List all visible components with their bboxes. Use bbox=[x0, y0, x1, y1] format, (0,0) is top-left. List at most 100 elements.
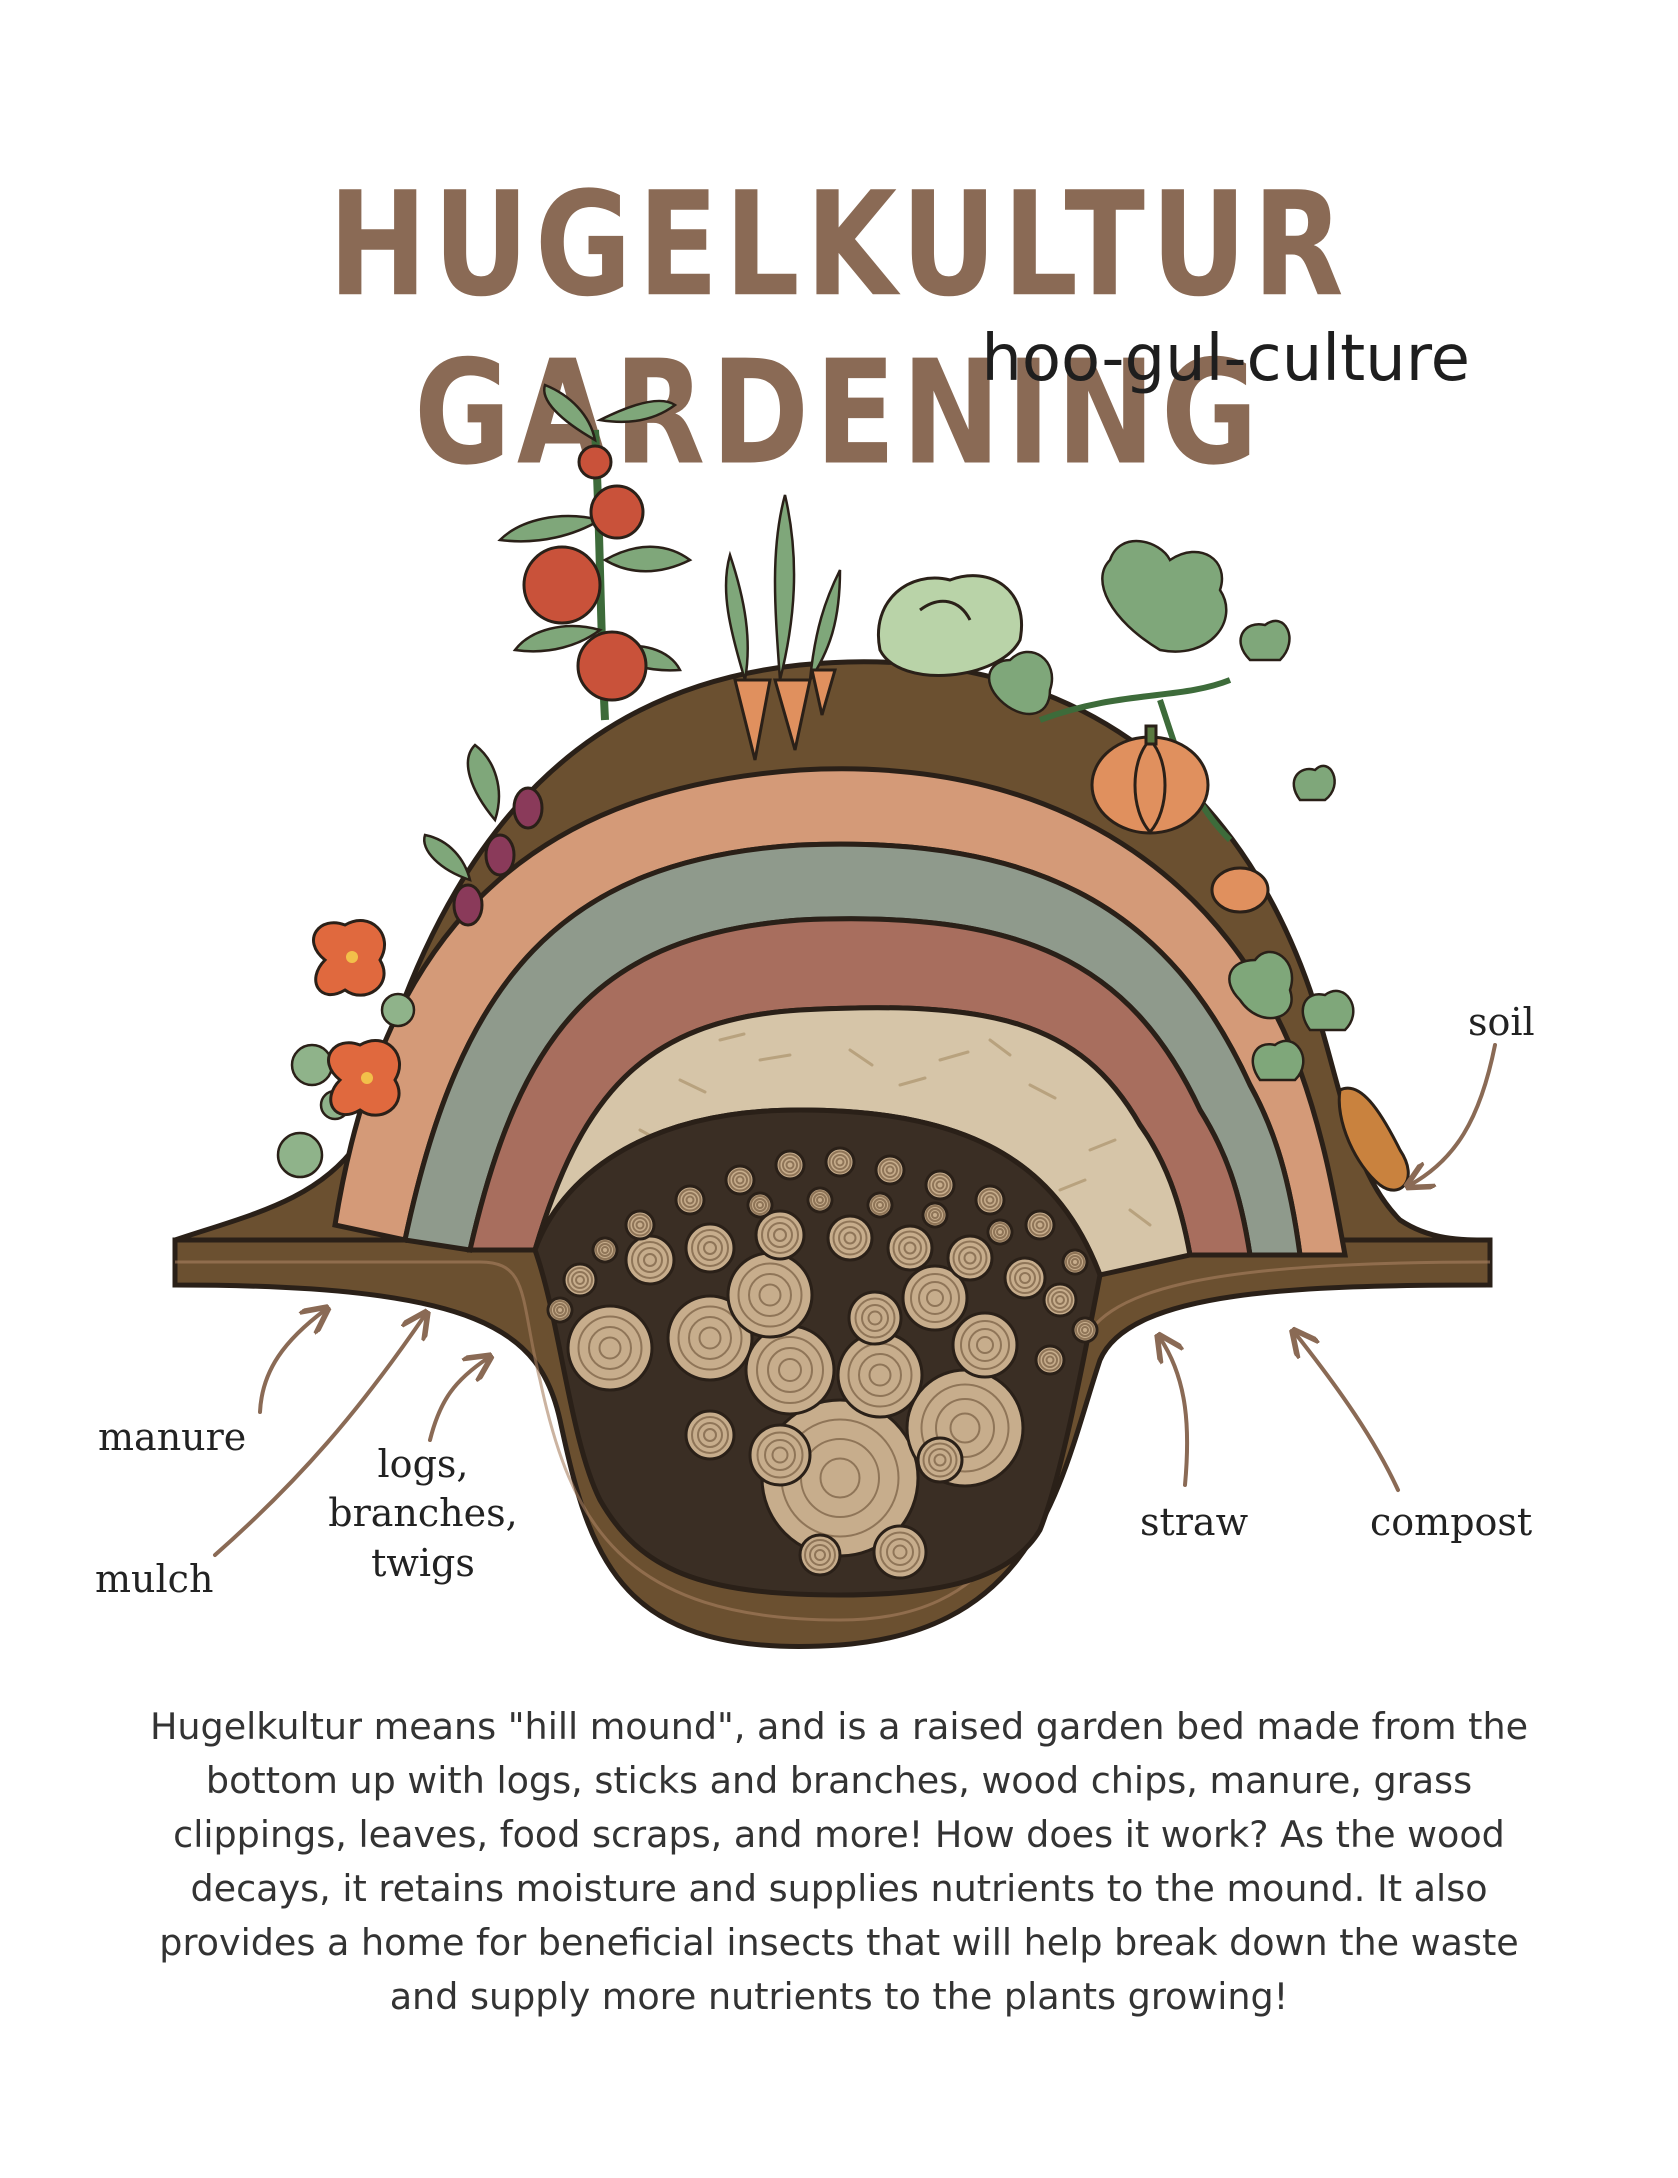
log-growth-ring bbox=[773, 1228, 787, 1242]
log-growth-ring bbox=[691, 1416, 729, 1454]
log-growth-ring bbox=[635, 1220, 645, 1230]
log-growth-ring bbox=[1014, 1267, 1036, 1289]
log-growth-ring bbox=[753, 1198, 767, 1212]
log-growth-ring bbox=[688, 1316, 732, 1360]
straw-arrow bbox=[1160, 1338, 1190, 1487]
log-growth-ring bbox=[1068, 1255, 1082, 1269]
log-growth-ring bbox=[931, 1211, 939, 1219]
log-growth-ring bbox=[1028, 1213, 1052, 1237]
log-growth-ring bbox=[764, 1439, 796, 1471]
log-growth-ring bbox=[682, 1192, 698, 1208]
label-arrows bbox=[213, 1043, 1497, 1557]
log-growth-ring bbox=[985, 1195, 995, 1205]
log-growth-ring bbox=[556, 1306, 564, 1314]
log-growth-ring bbox=[758, 1283, 782, 1307]
log-growth-ring bbox=[835, 1157, 845, 1167]
label-logs-line-2: branches, bbox=[328, 1491, 518, 1536]
log-growth-ring bbox=[761, 1216, 799, 1254]
log-growth-ring bbox=[926, 1289, 944, 1307]
log-growth-ring bbox=[809, 1544, 831, 1566]
log-growth-ring bbox=[878, 1158, 902, 1182]
log-growth-ring bbox=[810, 1190, 830, 1210]
log-growth-ring bbox=[588, 1326, 632, 1370]
log-growth-ring bbox=[685, 1195, 695, 1205]
log-growth-ring bbox=[978, 1188, 1002, 1212]
log-growth-ring bbox=[958, 1246, 982, 1270]
log-cross-section bbox=[872, 1524, 928, 1580]
log-cross-section bbox=[684, 1409, 736, 1461]
log-growth-ring bbox=[1055, 1295, 1065, 1305]
label-compost: compost bbox=[1370, 1500, 1533, 1544]
carrots bbox=[724, 494, 842, 761]
log-growth-ring bbox=[903, 1241, 917, 1255]
log-growth-ring bbox=[933, 1453, 947, 1467]
log-growth-ring bbox=[598, 1336, 622, 1360]
log-cross-section bbox=[684, 1222, 736, 1274]
log-cross-section bbox=[666, 1294, 754, 1382]
log-growth-ring bbox=[1038, 1348, 1062, 1372]
log-cross-section bbox=[826, 1214, 874, 1262]
label-logs-branches-twigs: logs, branches, twigs bbox=[318, 1440, 528, 1588]
log-growth-ring bbox=[732, 1172, 748, 1188]
log-growth-ring bbox=[748, 1273, 792, 1317]
log-cross-section bbox=[886, 1224, 934, 1272]
log-growth-ring bbox=[928, 1208, 942, 1222]
log-growth-ring bbox=[976, 1336, 994, 1354]
log-cross-section bbox=[946, 1234, 994, 1282]
log-growth-ring bbox=[886, 1538, 914, 1566]
soil-arrow bbox=[1410, 1043, 1497, 1185]
label-manure: manure bbox=[98, 1415, 247, 1459]
log-cross-section bbox=[624, 1234, 676, 1286]
log-growth-ring bbox=[756, 1336, 824, 1404]
log-growth-ring bbox=[598, 1243, 612, 1257]
log-growth-ring bbox=[949, 1412, 981, 1444]
log-growth-ring bbox=[928, 1448, 952, 1472]
logs-and-branches bbox=[546, 1146, 1099, 1580]
label-mulch: mulch bbox=[95, 1557, 214, 1601]
beets bbox=[423, 743, 544, 927]
log-growth-ring bbox=[892, 1544, 908, 1560]
log-cross-section bbox=[566, 1304, 654, 1392]
log-growth-ring bbox=[703, 1241, 717, 1255]
log-growth-ring bbox=[935, 1180, 945, 1190]
lettuce bbox=[877, 574, 1023, 677]
page-title: HUGELKULTUR GARDENING bbox=[328, 160, 1350, 497]
log-growth-ring bbox=[1078, 1323, 1092, 1337]
log-growth-ring bbox=[828, 1150, 852, 1174]
log-growth-ring bbox=[816, 1196, 824, 1204]
log-growth-ring bbox=[935, 1398, 995, 1458]
log-cross-section bbox=[748, 1423, 812, 1487]
log-growth-ring bbox=[698, 1326, 722, 1350]
log-growth-ring bbox=[918, 1281, 952, 1315]
nasturtium-flowers bbox=[276, 918, 416, 1179]
log-growth-ring bbox=[960, 1320, 1010, 1370]
log-growth-ring bbox=[963, 1251, 977, 1265]
log-growth-ring bbox=[925, 1205, 945, 1225]
compost-arrow bbox=[1295, 1333, 1400, 1492]
log-growth-ring bbox=[1035, 1220, 1045, 1230]
log-growth-ring bbox=[697, 1235, 723, 1261]
butternut-squash-vine bbox=[1228, 950, 1410, 1192]
log-growth-ring bbox=[922, 1442, 958, 1478]
log-growth-ring bbox=[703, 1428, 717, 1442]
log-growth-ring bbox=[571, 1271, 589, 1289]
log-growth-ring bbox=[637, 1247, 663, 1273]
log-cross-section bbox=[744, 1324, 836, 1416]
log-growth-ring bbox=[782, 1157, 798, 1173]
log-growth-ring bbox=[678, 1188, 702, 1212]
logs-arrow bbox=[428, 1358, 488, 1442]
log-growth-ring bbox=[928, 1173, 952, 1197]
log-growth-ring bbox=[854, 1297, 896, 1339]
log-growth-ring bbox=[870, 1195, 890, 1215]
pronunciation-subtitle: hoo-gul-culture bbox=[981, 322, 1470, 396]
tomato-plant bbox=[497, 383, 693, 721]
log-growth-ring bbox=[756, 1431, 804, 1479]
mulch-arrow bbox=[213, 1315, 425, 1557]
log-growth-ring bbox=[882, 1162, 898, 1178]
log-growth-ring bbox=[553, 1303, 567, 1317]
log-growth-ring bbox=[728, 1168, 752, 1192]
log-growth-ring bbox=[968, 1328, 1002, 1362]
pumpkin-vine bbox=[988, 540, 1336, 914]
log-growth-ring bbox=[952, 1240, 988, 1276]
log-cross-section bbox=[754, 1209, 806, 1261]
